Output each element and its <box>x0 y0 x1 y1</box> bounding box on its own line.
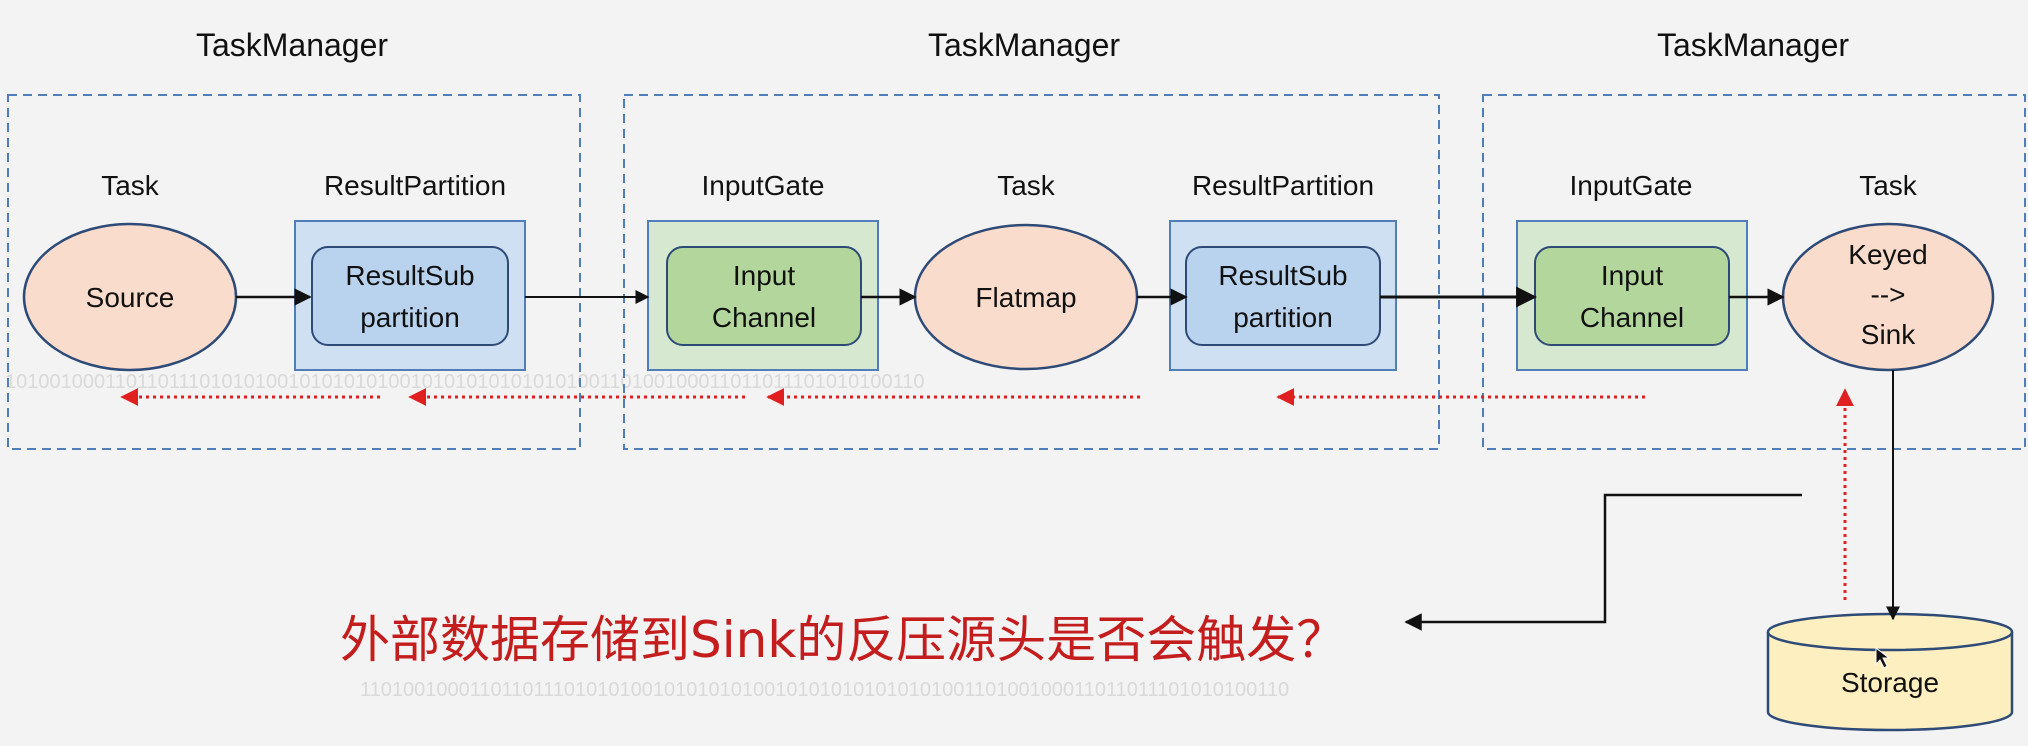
storage-cylinder-body <box>1766 632 2014 732</box>
keyed-sink-label: Sink <box>1861 319 1916 350</box>
binary-watermark: 1010010001101101110101010010101010100101… <box>5 371 925 393</box>
result-subpartition-1 <box>311 246 509 346</box>
header-result-partition: ResultPartition <box>324 170 506 201</box>
input-channel-label: Channel <box>1580 302 1684 333</box>
mouse-cursor-icon <box>1875 646 1891 669</box>
storage-label: Storage <box>1841 667 1939 698</box>
source-label: Source <box>86 282 175 313</box>
task-manager-title: TaskManager <box>1657 27 1849 63</box>
backpressure-question: 外部数据存储到Sink的反压源头是否会触发？ <box>340 611 1347 669</box>
input-channel-label: Input <box>733 260 795 291</box>
task-manager-title: TaskManager <box>196 27 388 63</box>
result-subpartition-label: ResultSub <box>345 260 474 291</box>
flatmap-label: Flatmap <box>975 282 1076 313</box>
task-manager-container-2 <box>623 94 1440 450</box>
header-task: Task <box>997 170 1056 201</box>
header-task: Task <box>101 170 160 201</box>
header-result-partition: ResultPartition <box>1192 170 1374 201</box>
header-task: Task <box>1859 170 1918 201</box>
task-manager-container-3 <box>1482 94 2026 450</box>
header-input-gate: InputGate <box>1570 170 1693 201</box>
input-channel-label: Channel <box>712 302 816 333</box>
result-subpartition-label: partition <box>360 302 460 333</box>
task-manager-title: TaskManager <box>928 27 1120 63</box>
task-manager-container-1 <box>7 94 581 450</box>
result-subpartition-label: partition <box>1233 302 1333 333</box>
binary-watermark: 1101001000110110111010101001010101010010… <box>360 679 1289 701</box>
header-input-gate: InputGate <box>702 170 825 201</box>
keyed-sink-label: --> <box>1871 279 1906 310</box>
question-connector-arrow <box>1404 493 1802 631</box>
keyed-sink-label: Keyed <box>1848 239 1927 270</box>
storage-cylinder-top <box>1766 612 2014 652</box>
result-subpartition-label: ResultSub <box>1218 260 1347 291</box>
input-channel-label: Input <box>1601 260 1663 291</box>
